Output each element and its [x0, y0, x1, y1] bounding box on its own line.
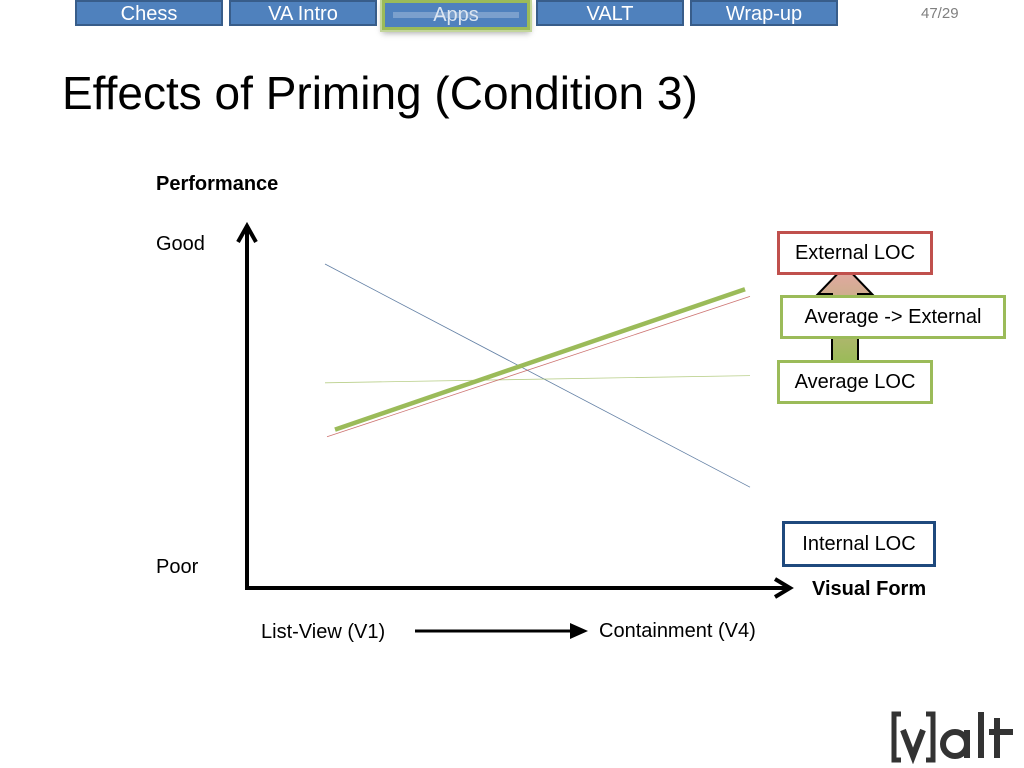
series-layer: [324, 263, 751, 488]
x-axis-label: Visual Form: [812, 578, 927, 600]
tab-chess-label: Chess: [120, 3, 178, 25]
series-line-average-external: [334, 287, 746, 432]
tab-wrap-up[interactable]: Wrap-up: [690, 0, 838, 26]
y-high-label: Good: [156, 233, 205, 255]
tab-wrap-up-label: Wrap-up: [725, 3, 803, 25]
tab-valt-label: VALT: [586, 3, 634, 25]
valt-logo: [891, 711, 1013, 764]
y-axis-arrowhead: [236, 221, 258, 243]
y-low-label: Poor: [156, 556, 199, 578]
active-tab-highlight: [393, 12, 519, 18]
legend-internal-loc: Internal LOC: [782, 521, 936, 567]
tab-chess[interactable]: Chess: [75, 0, 223, 26]
page-number: 47/29: [921, 5, 959, 22]
x-end-label: Containment (V4): [599, 620, 756, 642]
page-title: Effects of Priming (Condition 3): [62, 67, 698, 119]
tab-va-intro-label: VA Intro: [268, 3, 338, 25]
tab-valt[interactable]: VALT: [536, 0, 684, 26]
series-line-internal-loc: [324, 263, 751, 488]
legend-average-to-external: Average -> External: [780, 295, 1006, 339]
tab-va-intro[interactable]: VA Intro: [229, 0, 377, 26]
x-start-label: List-View (V1): [261, 621, 386, 643]
legend-average-loc: Average LOC: [777, 360, 933, 404]
tab-apps-label: Apps: [433, 4, 479, 26]
direction-arrowhead: [570, 623, 588, 639]
x-axis-arrowhead: [773, 577, 794, 599]
series-line-average-loc: [324, 375, 751, 384]
legend-external-loc: External LOC: [777, 231, 933, 275]
tab-apps[interactable]: Apps: [382, 0, 530, 30]
series-line-external-loc: [326, 296, 751, 438]
y-axis-label: Performance: [156, 173, 279, 195]
